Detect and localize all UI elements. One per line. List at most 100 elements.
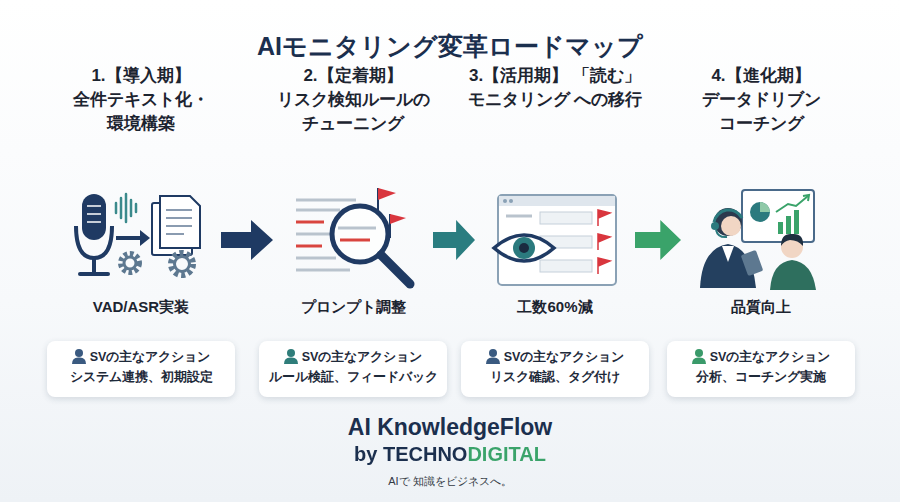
sv-person-icon (692, 349, 706, 364)
action-detail: 分析、コーチング実施 (667, 366, 855, 388)
action-heading: SVの主なアクション (667, 348, 855, 366)
text-line (338, 227, 376, 230)
bar (794, 210, 799, 234)
mic-grille (87, 221, 101, 223)
text-line (296, 257, 336, 260)
mic-base (80, 272, 108, 276)
document-icon (152, 196, 200, 255)
text-line (166, 233, 184, 235)
wave-bar (115, 203, 118, 213)
window-dot (503, 199, 507, 203)
risk-flag (378, 188, 406, 238)
flow-arrow (433, 220, 475, 260)
window-bar (499, 196, 615, 206)
icon-body (692, 357, 706, 364)
magnifier-handle (381, 255, 410, 284)
phase-result: プロンプト調整 (253, 296, 453, 318)
icon-head (489, 349, 497, 357)
wave-bar (135, 204, 138, 212)
text-line (166, 217, 192, 219)
mic-grille (87, 205, 101, 207)
list-row (540, 212, 592, 224)
action-heading: SVの主なアクション (259, 348, 447, 366)
operator-hair (714, 208, 742, 236)
phase-result: 品質向上 (661, 296, 861, 318)
document-front (160, 196, 200, 248)
bar (778, 222, 783, 234)
magnifier-lens (332, 206, 388, 262)
bar (786, 216, 791, 234)
operator-face (721, 216, 741, 236)
chart-board (742, 190, 814, 242)
agent-hair (781, 234, 803, 246)
pie-slice (760, 202, 770, 212)
text-line (296, 199, 356, 202)
risk-flag (598, 258, 610, 274)
headset-band (714, 210, 742, 222)
mic-grille (87, 213, 101, 215)
list-row (540, 236, 592, 248)
mic-holder (76, 226, 112, 258)
sv-person-icon (284, 349, 298, 364)
gear-ring (175, 257, 190, 272)
eye-pupil (519, 243, 529, 253)
microphone-icon (76, 194, 112, 274)
icon-head (75, 349, 83, 357)
mic-capsule (82, 194, 106, 240)
phase-result: 工数60%減 (455, 296, 655, 318)
phase-step: 3.【活用期】 「読む」モニタリング への移行工数60%減 (475, 64, 635, 320)
text-line (296, 209, 340, 212)
convert-arrow (116, 230, 150, 246)
phase-step: 2.【定着期】 リスク検知ルールの チューニングプロンプト調整 (273, 64, 433, 320)
phase-heading: 1.【導入期】 全件テキスト化・ 環境構築 (46, 64, 236, 136)
eye-icon (494, 235, 554, 261)
action-card: SVの主なアクションシステム連携、初期設定 (47, 341, 235, 397)
eye-iris (513, 237, 535, 259)
window-dot (509, 199, 513, 203)
phase-heading: 2.【定着期】 リスク検知ルールの チューニング (258, 64, 448, 136)
action-card: SVの主なアクション分析、コーチング実施 (667, 341, 855, 397)
risk-line (340, 239, 370, 242)
gear-teeth (121, 254, 139, 272)
flag-cloth (378, 188, 396, 200)
document-back (152, 203, 192, 255)
mic-stem (92, 258, 96, 272)
phase-heading: 4.【進化期】 データドリブン コーチング (666, 64, 856, 136)
headset-mic (716, 230, 727, 237)
gear-icon (121, 253, 193, 275)
action-detail: ルール検証、フィードバック (259, 366, 447, 388)
window-frame (498, 195, 616, 285)
action-card: SVの主なアクションルール検証、フィードバック (259, 341, 447, 397)
rule-sheet (296, 200, 356, 270)
list-row (540, 260, 592, 272)
board-frame (742, 190, 814, 242)
agent-body (770, 260, 816, 290)
operator-body (700, 244, 756, 288)
phase-result: VAD/ASR実装 (41, 296, 241, 318)
icon-head (287, 349, 295, 357)
sv-person-icon (72, 349, 86, 364)
phase-step: 1.【導入期】 全件テキスト化・ 環境構築VAD/ASR実装 (61, 64, 221, 320)
text-line (166, 209, 192, 211)
risk-flag (598, 210, 610, 226)
tablet (741, 250, 764, 276)
flag-cloth (390, 214, 406, 224)
agent-face (781, 236, 803, 258)
risk-line (296, 245, 322, 248)
sound-wave (116, 194, 136, 222)
text-line (296, 233, 330, 236)
agent-figure (770, 234, 816, 290)
headset-ear (711, 222, 719, 230)
action-detail: リスク確認、タグ付け (461, 366, 649, 388)
wave-bar (125, 194, 128, 222)
flag-pole (389, 214, 391, 238)
phase-heading: 3.【活用期】 「読む」モニタリング への移行 (460, 64, 650, 112)
icon-head (695, 349, 703, 357)
brand-tagline: AIで 知識をビジネスへ。 (388, 474, 511, 489)
wave-bar (130, 200, 133, 216)
eye-outline (494, 235, 554, 261)
trend-head (803, 195, 809, 201)
text-line (296, 269, 350, 272)
risk-line (296, 221, 324, 224)
